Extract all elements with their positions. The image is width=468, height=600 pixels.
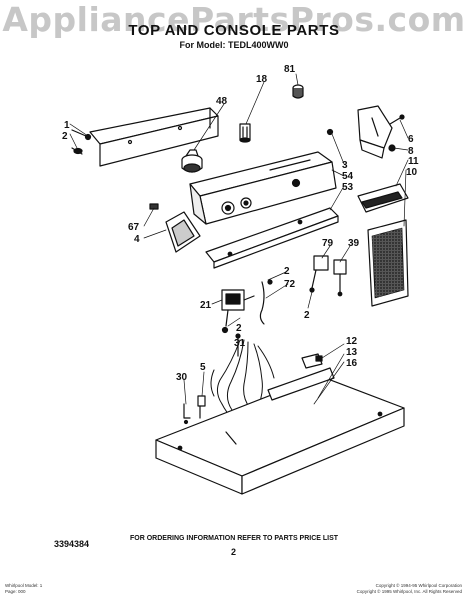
- footer-corner-right: Copyright © 1994-95 Whirlpool Corporatio…: [357, 583, 462, 595]
- diagram-title: TOP AND CONSOLE PARTS: [128, 22, 340, 39]
- timer: [221, 289, 255, 334]
- page-number: 2: [231, 547, 237, 557]
- callout-53: 53: [342, 182, 354, 193]
- temperature-switch: [309, 255, 329, 293]
- callout-48: 48: [216, 96, 228, 107]
- callout-39: 39: [348, 238, 360, 249]
- end-cap-left: [165, 211, 201, 253]
- callout-2d: 2: [236, 323, 242, 334]
- footer-corner-right-line-1: Copyright © 1994-95 Whirlpool Corporatio…: [375, 583, 462, 588]
- screw-6: [389, 114, 405, 125]
- callout-1: 1: [64, 120, 70, 131]
- callout-31: 31: [234, 338, 246, 349]
- diagram-subtitle: For Model: TEDL400WW0: [179, 40, 289, 50]
- callout-81: 81: [284, 64, 296, 75]
- top-clip: [183, 403, 191, 425]
- console-end-bracket-left: [89, 107, 219, 167]
- callout-16: 16: [346, 358, 358, 369]
- harness-connector: [301, 353, 323, 369]
- callout-30: 30: [176, 372, 188, 383]
- push-to-start-switch: [333, 259, 347, 297]
- dryer-top-panel: [155, 367, 405, 495]
- console-rear-strip: [205, 207, 339, 269]
- callout-6: 6: [408, 134, 414, 145]
- callout-18: 18: [256, 74, 268, 85]
- callout-79: 79: [322, 238, 334, 249]
- callout-13: 13: [346, 347, 358, 358]
- callout-2c: 2: [304, 310, 310, 321]
- clip-67: [149, 203, 159, 210]
- lint-filter-cover: [357, 183, 409, 213]
- ordering-information-note: FOR ORDERING INFORMATION REFER TO PARTS …: [130, 535, 339, 542]
- callout-2b: 2: [284, 266, 290, 277]
- timer-knob: [181, 149, 203, 173]
- console-panel: [189, 151, 337, 225]
- callout-11: 11: [408, 156, 419, 167]
- hinge-clip: [197, 395, 206, 419]
- footer-corner-right-line-2: Copyright © 1995 Whirlpool, Inc. All Rig…: [356, 589, 462, 594]
- harness-lead: [235, 333, 241, 357]
- footer-corner-left-line-2: Page: 000: [5, 589, 26, 594]
- screw-3: [326, 128, 334, 136]
- screw-2: [71, 147, 83, 155]
- footer-corner-left: Whirlpool Model: 1 Page: 000: [5, 583, 42, 595]
- callout-72: 72: [284, 279, 296, 290]
- callout-4: 4: [134, 234, 140, 245]
- leader-lines: [69, 73, 409, 405]
- callout-21: 21: [200, 300, 212, 311]
- lint-filter-screen: [367, 219, 409, 307]
- console-end-bracket-right: [357, 105, 393, 159]
- screw-1: [71, 129, 92, 141]
- callout-54: 54: [342, 171, 354, 182]
- footer-corner-left-line-1: Whirlpool Model: 1: [5, 583, 43, 588]
- callout-12: 12: [346, 336, 358, 347]
- push-to-start-knob: [292, 84, 304, 99]
- callout-5: 5: [200, 362, 206, 373]
- callout-labels: 1 2 81 18 48 6 8 3 54 53 11 10 67 4 79 3…: [62, 64, 419, 383]
- selector-knob: [239, 123, 251, 143]
- callout-8: 8: [408, 146, 414, 157]
- callout-67: 67: [128, 222, 140, 233]
- ground-wire: [259, 279, 273, 325]
- callout-3: 3: [342, 160, 348, 171]
- watermark: AppliancePartsPros.com: [2, 0, 466, 39]
- callout-10: 10: [406, 167, 418, 178]
- document-part-number: 3394384: [54, 539, 90, 549]
- callout-2a: 2: [62, 131, 68, 142]
